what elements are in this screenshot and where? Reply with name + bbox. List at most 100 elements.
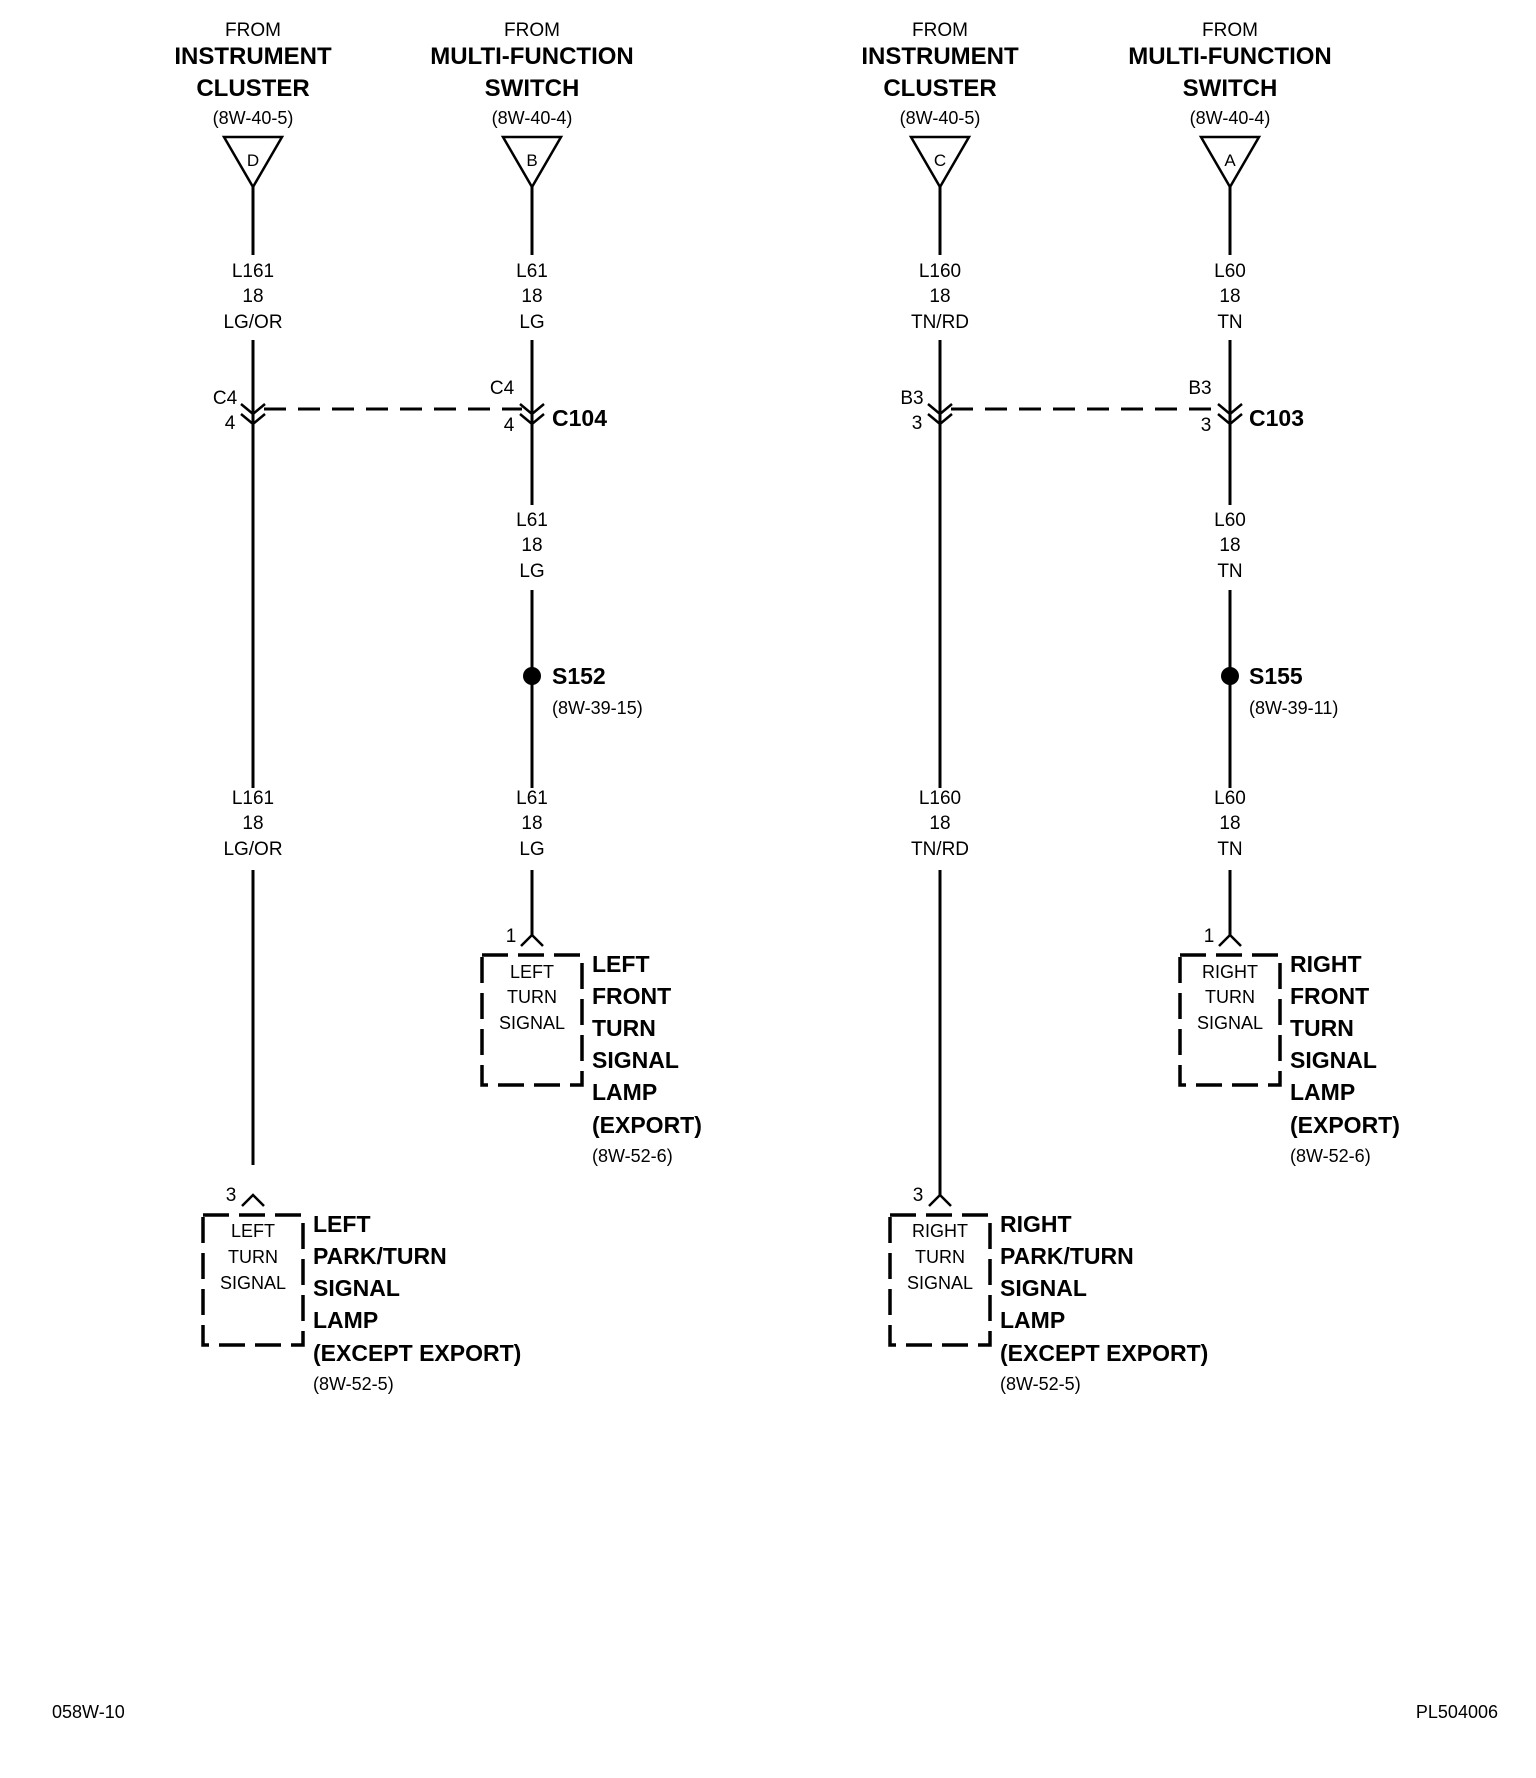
lamp-pin-chevron	[520, 933, 544, 947]
diagram-label: L60	[1214, 261, 1246, 282]
diagram-label: 18	[521, 286, 542, 307]
diagram-label: C4	[213, 388, 238, 409]
diagram-label: TURN	[915, 1247, 965, 1267]
connector-triangle-a	[1198, 135, 1262, 190]
footer-left-code: 058W-10	[52, 1702, 125, 1722]
lamp-right-front-turn-signal: 1 RIGHT TURN SIGNAL RIGHT FRONT TURN SIG…	[1178, 926, 1400, 1166]
wire-label-l161-upper: L161 18 LG/OR	[223, 261, 282, 333]
diagram-label: LAMP	[1290, 1079, 1355, 1105]
diagram-label: SIGNAL	[907, 1273, 973, 1293]
diagram-label: LG	[519, 312, 544, 333]
diagram-label: D	[247, 151, 259, 170]
connector-pin-chevron	[927, 403, 953, 416]
diagram-label: SIGNAL	[1197, 1013, 1263, 1033]
diagram-label: LG	[519, 839, 544, 860]
diagram-label: RIGHT	[1290, 951, 1362, 977]
diagram-label: SIGNAL	[1290, 1047, 1377, 1073]
diagram-label: LEFT	[510, 962, 554, 982]
diagram-label: 3	[912, 413, 923, 434]
diagram-label: CLUSTER	[883, 75, 996, 102]
diagram-label: SWITCH	[1183, 75, 1278, 102]
diagram-label: MULTI-FUNCTION	[430, 43, 634, 70]
connector-pin-chevron	[1217, 413, 1243, 426]
diagram-label: 3	[226, 1185, 237, 1206]
diagram-label: SIGNAL	[220, 1273, 286, 1293]
diagram-label: PARK/TURN	[313, 1243, 447, 1269]
diagram-label: C4	[490, 378, 515, 399]
diagram-label: LAMP	[592, 1079, 657, 1105]
diagram-label: 3	[913, 1185, 924, 1206]
diagram-label: SIGNAL	[499, 1013, 565, 1033]
diagram-label: L160	[919, 788, 961, 809]
lamp-pin-chevron	[1218, 933, 1242, 947]
diagram-label: (8W-40-4)	[1190, 108, 1271, 128]
diagram-label: LG/OR	[223, 839, 282, 860]
diagram-label: TN	[1217, 561, 1242, 582]
diagram-label: CLUSTER	[196, 75, 309, 102]
diagram-label: (8W-52-6)	[1290, 1146, 1371, 1166]
diagram-label: L61	[516, 261, 548, 282]
lamp-dashed-box	[201, 1213, 305, 1347]
connector-name: C103	[1249, 405, 1304, 431]
diagram-label: (8W-39-11)	[1249, 698, 1338, 718]
connector-pin-chevron	[240, 403, 266, 416]
diagram-label: LAMP	[313, 1307, 378, 1333]
diagram-label: L61	[516, 510, 548, 531]
diagram-label: FROM	[912, 20, 968, 41]
diagram-label: LEFT	[313, 1211, 371, 1237]
source-instrument-cluster-c: FROM INSTRUMENT CLUSTER (8W-40-5) C	[861, 20, 1019, 190]
diagram-label: B3	[1188, 378, 1211, 399]
footer-right-code: PL504006	[1416, 1702, 1498, 1722]
diagram-label: (8W-40-5)	[213, 108, 294, 128]
diagram-label: INSTRUMENT	[861, 43, 1019, 70]
connector-pin-chevron	[927, 413, 953, 426]
diagram-label: TN/RD	[911, 312, 969, 333]
lamp-left-park-turn-signal: 3 LEFT TURN SIGNAL LEFT PARK/TURN SIGNAL…	[201, 1185, 521, 1394]
diagram-label: TURN	[228, 1247, 278, 1267]
wire-label-l60-middle: L60 18 TN	[1214, 510, 1246, 582]
diagram-label: RIGHT	[1000, 1211, 1072, 1237]
diagram-label: L160	[919, 261, 961, 282]
diagram-label: 4	[225, 413, 236, 434]
lamp-dashed-box	[1178, 953, 1282, 1087]
source-multifunction-switch-b: FROM MULTI-FUNCTION SWITCH (8W-40-4) B	[430, 20, 634, 190]
diagram-label: PARK/TURN	[1000, 1243, 1134, 1269]
diagram-label: 1	[506, 926, 517, 947]
diagram-label: FROM	[504, 20, 560, 41]
diagram-label: S155	[1249, 663, 1303, 689]
wire-label-l160-lower: L160 18 TN/RD	[911, 788, 969, 860]
diagram-label: SIGNAL	[313, 1275, 400, 1301]
diagram-label: 18	[1219, 813, 1240, 834]
splice-s155: S155 (8W-39-11)	[1221, 663, 1338, 718]
diagram-label: L161	[232, 261, 274, 282]
diagram-label: 18	[1219, 535, 1240, 556]
diagram-label: RIGHT	[912, 1221, 968, 1241]
diagram-label: S152	[552, 663, 606, 689]
diagram-label: L60	[1214, 510, 1246, 531]
wire-label-l160-upper: L160 18 TN/RD	[911, 261, 969, 333]
lamp-pin-chevron	[241, 1193, 265, 1207]
source-multifunction-switch-a: FROM MULTI-FUNCTION SWITCH (8W-40-4) A	[1128, 20, 1332, 190]
diagram-label: (EXCEPT EXPORT)	[313, 1340, 521, 1366]
wire-label-l61-lower: L61 18 LG	[516, 788, 548, 860]
diagram-label: (EXPORT)	[592, 1112, 702, 1138]
diagram-label: 18	[1219, 286, 1240, 307]
lamp-left-front-turn-signal: 1 LEFT TURN SIGNAL LEFT FRONT TURN SIGNA…	[480, 926, 702, 1166]
diagram-label: (EXCEPT EXPORT)	[1000, 1340, 1208, 1366]
diagram-label: LG	[519, 561, 544, 582]
diagram-label: TN	[1217, 312, 1242, 333]
diagram-label: (EXPORT)	[1290, 1112, 1400, 1138]
lamp-dashed-box	[888, 1213, 992, 1347]
wire-label-l161-lower: L161 18 LG/OR	[223, 788, 282, 860]
splice-s152: S152 (8W-39-15)	[523, 663, 643, 718]
diagram-label: TURN	[1290, 1015, 1354, 1041]
diagram-label: TURN	[1205, 987, 1255, 1007]
splice-dot	[1221, 667, 1239, 685]
diagram-label: L161	[232, 788, 274, 809]
diagram-label: (8W-52-5)	[313, 1374, 394, 1394]
connector-triangle-b	[500, 135, 564, 190]
diagram-label: 18	[929, 286, 950, 307]
diagram-label: SIGNAL	[592, 1047, 679, 1073]
